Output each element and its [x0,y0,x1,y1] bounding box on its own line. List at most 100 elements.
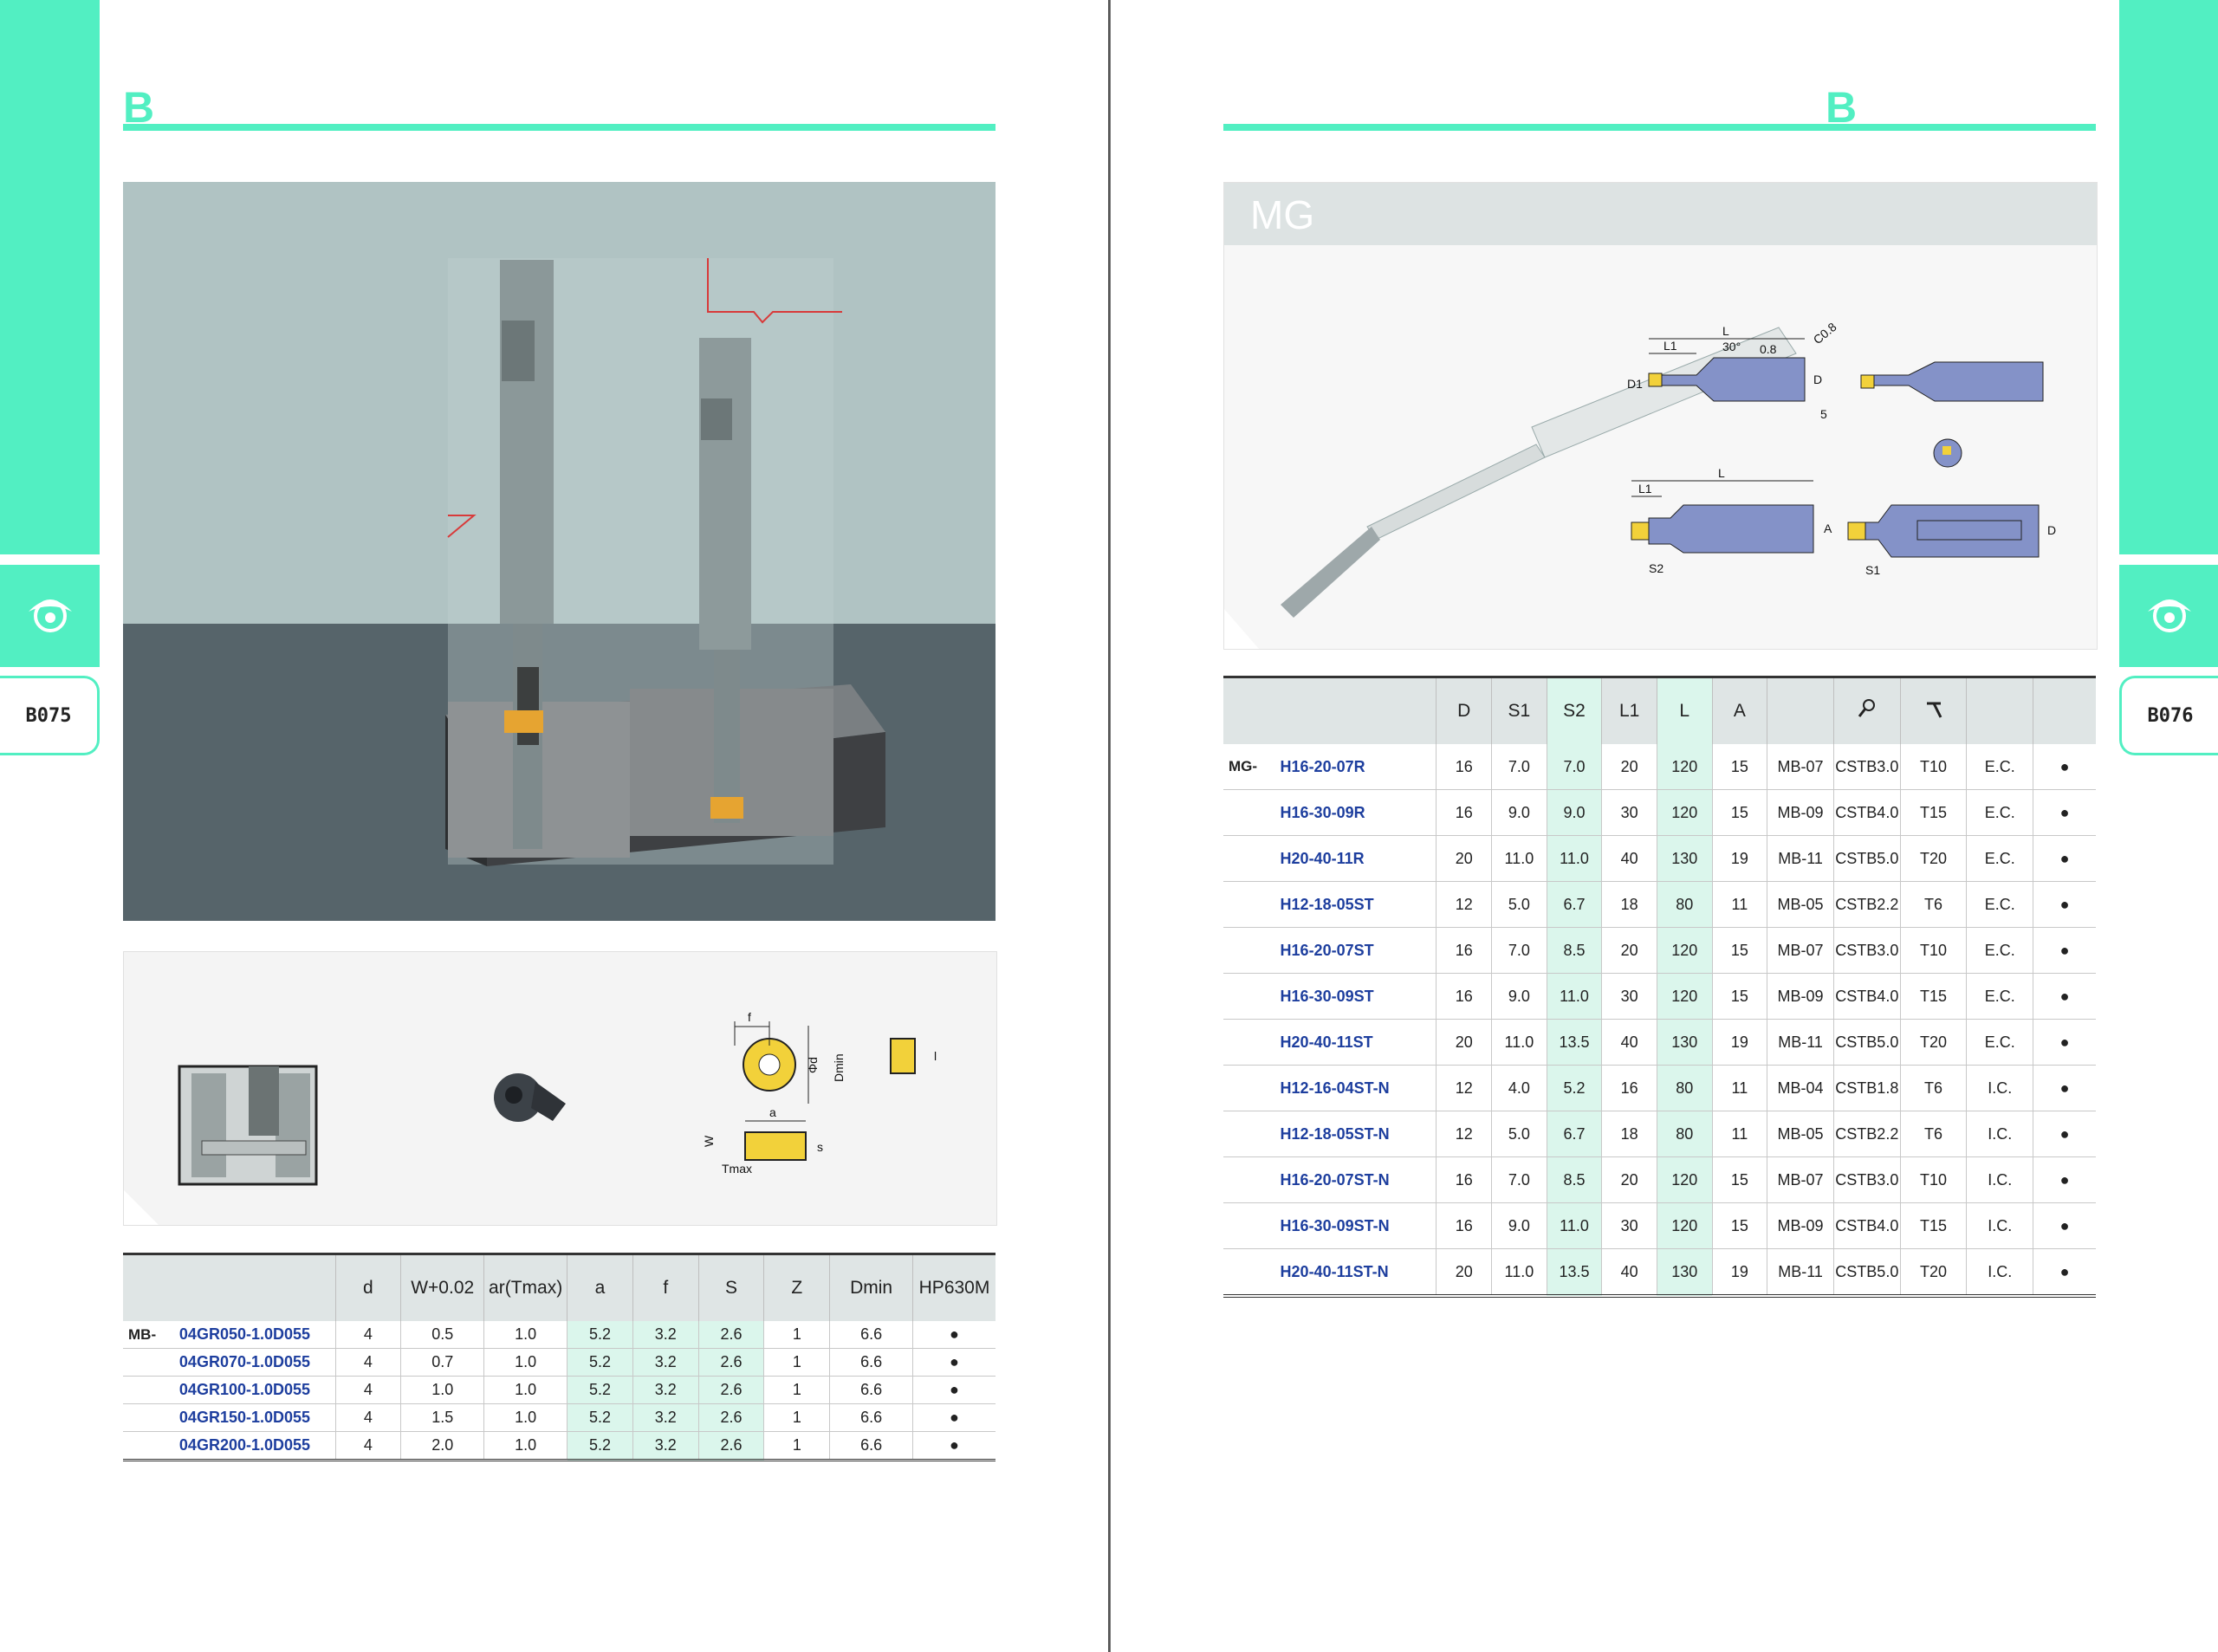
cell-s2: 9.0 [1546,789,1602,836]
cell-w: 1.5 [400,1403,484,1432]
stock-dot: ● [2033,927,2096,974]
row-prefix [123,1376,171,1404]
svg-text:L1: L1 [1638,482,1652,496]
cell-dmin: 6.6 [829,1376,913,1404]
cell-a: 11 [1711,1111,1767,1157]
cell-l1: 20 [1601,927,1657,974]
svg-text:S1: S1 [1865,563,1880,577]
product-code: H16-20-07R [1271,744,1437,790]
row-prefix [123,1431,171,1461]
cell-l: 80 [1656,1065,1713,1111]
product-code: H16-30-09ST [1271,973,1437,1020]
cell-type: I.C. [1966,1156,2033,1203]
cell-s2: 7.0 [1546,744,1602,790]
boring-bar-side-view-icon [1860,361,2044,402]
stock-dot: ● [911,1403,996,1432]
row-prefix [1223,1065,1272,1111]
stock-dot: ● [911,1376,996,1404]
cell-d: 20 [1436,835,1492,882]
cell-insert: MB-11 [1767,835,1834,882]
cell-key: T6 [1899,1065,1967,1111]
row-prefix: MG- [1223,744,1272,790]
product-code: 04GR200-1.0D055 [170,1431,336,1461]
cell-a: 15 [1711,927,1767,974]
cell-a: 5.2 [567,1321,633,1349]
cell-screw: CSTB5.0 [1832,835,1901,882]
row-prefix [1223,1202,1272,1249]
stock-dot: ● [2033,1248,2096,1297]
cell-type: I.C. [1966,1065,2033,1111]
cell-insert: MB-11 [1767,1248,1834,1297]
svg-text:D1: D1 [1627,377,1643,391]
cell-a: 5.2 [567,1348,633,1377]
product-code: 04GR100-1.0D055 [170,1376,336,1404]
header-key [1899,677,1967,744]
cell-l1: 30 [1601,973,1657,1020]
cell-insert: MB-11 [1767,1019,1834,1066]
stock-dot: ● [2033,973,2096,1020]
cell-s1: 11.0 [1491,1019,1547,1066]
cell-d: 16 [1436,789,1492,836]
cell-d: 4 [334,1403,401,1432]
svg-text:A: A [1824,522,1832,535]
cell-screw: CSTB4.0 [1832,973,1901,1020]
svg-text:a: a [769,1105,776,1119]
cell-s2: 11.0 [1546,973,1602,1020]
cell-screw: CSTB3.0 [1832,927,1901,974]
grooving-tool-photo [123,182,996,921]
cell-s: 2.6 [697,1348,764,1377]
section-letter: B [1826,83,1858,132]
cell-d: 12 [1436,881,1492,928]
cell-l1: 18 [1601,881,1657,928]
header-a: a [567,1254,633,1321]
mg-tool-panel: MG L L1 D1 D 0.8 30° C0.8 [1223,182,2098,650]
cell-screw: CSTB2.2 [1832,1111,1901,1157]
stock-dot: ● [2033,835,2096,882]
cell-insert: MB-09 [1767,1202,1834,1249]
row-prefix [1223,1019,1272,1066]
cell-l: 120 [1656,1156,1713,1203]
stock-dot: ● [2033,789,2096,836]
cell-type: E.C. [1966,1019,2033,1066]
cell-s: 2.6 [697,1431,764,1461]
cell-key: T20 [1899,835,1967,882]
cell-a: 19 [1711,1248,1767,1297]
cell-s1: 4.0 [1491,1065,1547,1111]
cell-key: T10 [1899,744,1967,790]
product-code: H20-40-11ST-N [1271,1248,1437,1297]
section-rule [1223,124,2096,131]
row-prefix [1223,789,1272,836]
cell-a: 15 [1711,973,1767,1020]
header-stock [2033,677,2096,744]
side-icon-box [2119,565,2218,667]
cell-s1: 11.0 [1491,1248,1547,1297]
header-f: f [632,1254,699,1321]
product-code: H16-30-09ST-N [1271,1202,1437,1249]
table-header-row: D S1 S2 L1 L A [1223,677,2096,744]
insert-spec-table: d W+0.02 ar(Tmax) a f S Z Dmin HP630M MB… [123,1253,996,1461]
cell-l: 120 [1656,1202,1713,1249]
cell-insert: MB-09 [1767,789,1834,836]
cell-key: T10 [1899,1156,1967,1203]
insert-diagram-panel: f Φd Dmin a Tmax W s l [123,951,997,1226]
row-prefix: MB- [123,1321,171,1349]
cell-l: 130 [1656,1248,1713,1297]
cell-d: 4 [334,1376,401,1404]
cell-key: T15 [1899,789,1967,836]
table-header-row: d W+0.02 ar(Tmax) a f S Z Dmin HP630M [123,1254,996,1321]
cell-s2: 11.0 [1546,835,1602,882]
left-page: B075 B [0,0,1110,1652]
cell-d: 20 [1436,1019,1492,1066]
cell-s1: 7.0 [1491,927,1547,974]
row-prefix [123,1348,171,1377]
cell-a: 19 [1711,1019,1767,1066]
cell-s2: 13.5 [1546,1019,1602,1066]
cell-s2: 6.7 [1546,1111,1602,1157]
panel-title-bar: MG [1224,183,2097,245]
cell-type: E.C. [1966,744,2033,790]
